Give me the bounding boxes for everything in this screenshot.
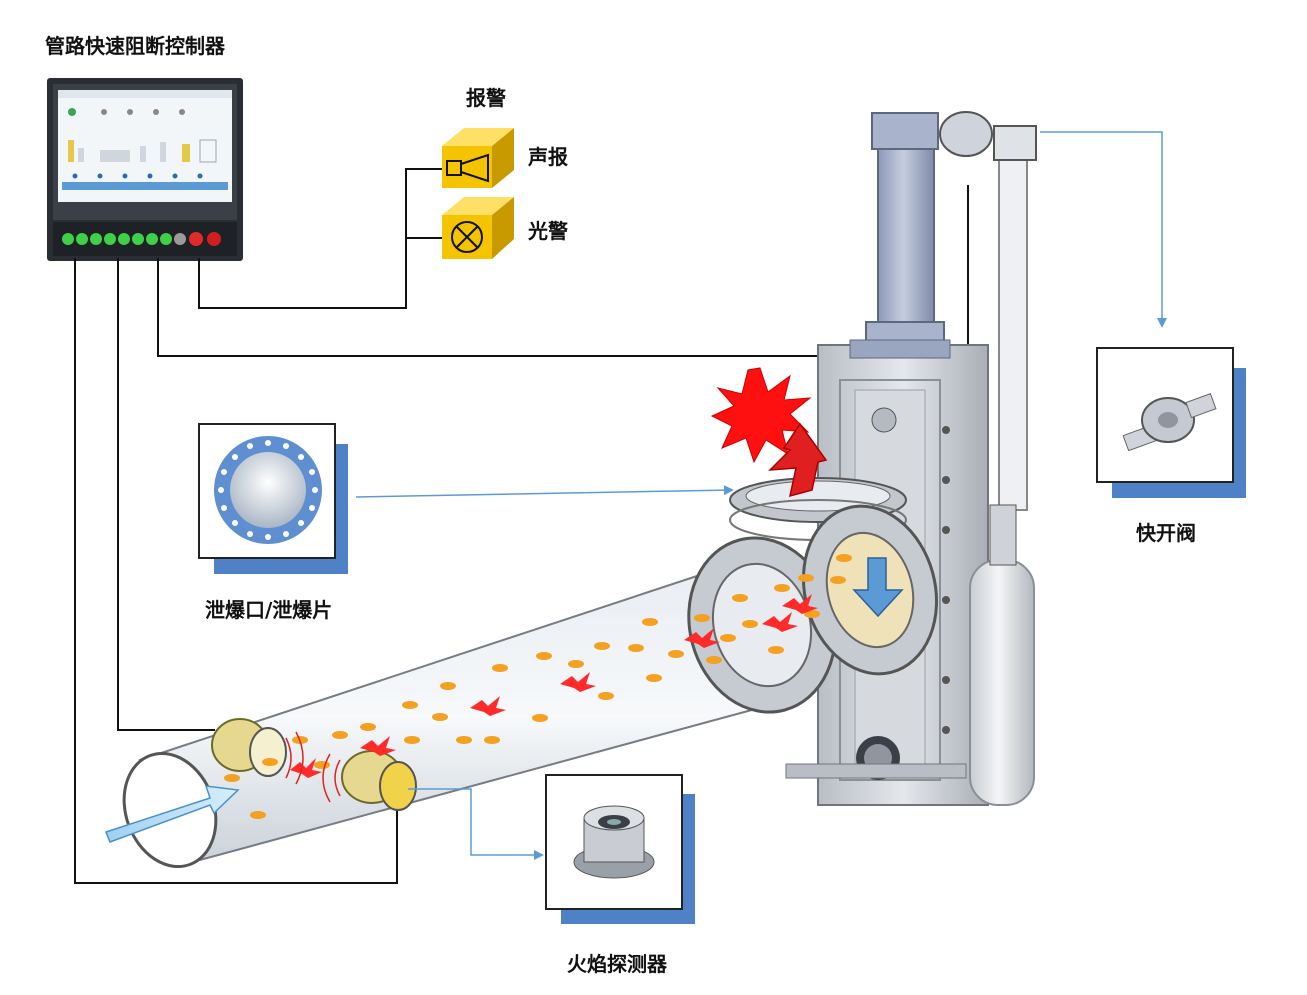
vent-card [198, 423, 348, 574]
flame-detector-lower [341, 750, 417, 811]
flame-detector-card [545, 774, 695, 924]
controller-title: 管路快速阻断控制器 [45, 34, 225, 58]
vent-label: 泄爆口/泄爆片 [205, 598, 333, 622]
quick-valve-image [1122, 393, 1217, 452]
flame-detector-label: 火焰探测器 [567, 952, 667, 976]
light-alarm-box [442, 197, 514, 259]
lamp-icon [451, 221, 483, 253]
particles [224, 554, 852, 819]
alarm-group-label: 报警 [466, 86, 506, 110]
control-wiring [74, 168, 969, 884]
flame-detector-image [573, 805, 655, 879]
sparks [290, 594, 818, 778]
leader-arrows [355, 131, 1167, 860]
quick-valve-label: 快开阀 [1136, 521, 1196, 545]
vent-burst-arrow [768, 422, 828, 498]
explosion-icon [710, 367, 812, 464]
flame-detector-upper [211, 718, 287, 777]
sound-alarm-label: 声报 [528, 145, 568, 169]
hmi-indicator-lights [62, 232, 221, 246]
light-alarm-label: 光警 [528, 219, 568, 243]
gate-close-arrow [852, 557, 904, 618]
sound-alarm-box [442, 128, 514, 188]
airflow-arrow [105, 785, 240, 843]
quick-valve-card [1096, 347, 1246, 498]
controller-hmi [47, 78, 243, 261]
flame-signal-arcs [285, 731, 341, 803]
horn-icon [446, 153, 489, 183]
rupture-disc-image [214, 436, 322, 544]
